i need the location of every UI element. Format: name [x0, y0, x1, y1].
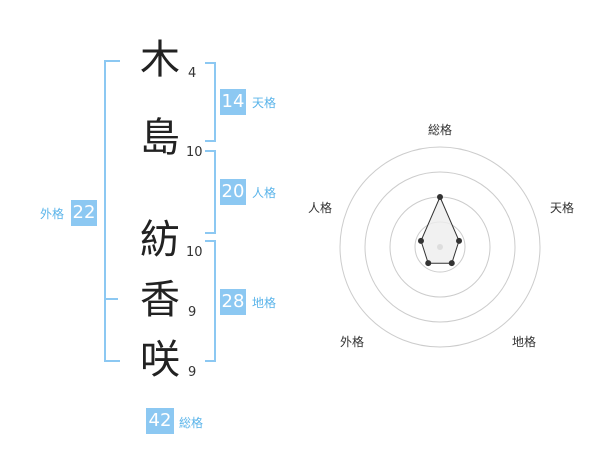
tenkaku-bracket [205, 62, 216, 142]
tenkaku-label: 天格 [252, 96, 277, 110]
chikaku-value: 28 [220, 289, 246, 315]
name-char-5: 咲 [140, 337, 180, 383]
radar-label-chikaku: 地格 [512, 334, 536, 349]
jinkaku-label: 人格 [252, 186, 277, 200]
gaikaku-label: 外格 [40, 207, 65, 221]
radar-center-dot [437, 244, 443, 250]
name-char-3: 紡 [140, 217, 180, 263]
radar-point [425, 260, 432, 267]
soukaku-value: 42 [146, 408, 174, 434]
radar-label-gaikaku: 外格 [340, 334, 364, 349]
stroke-count-3: 10 [186, 245, 203, 260]
soukaku-label: 総格 [179, 416, 204, 430]
radar-label-soukaku: 総格 [428, 122, 452, 137]
radar-polygon [420, 195, 460, 264]
chikaku-bracket [205, 240, 216, 362]
stroke-count-5: 9 [188, 365, 197, 380]
gaikaku-bracket-tick [104, 298, 118, 300]
stroke-count-2: 10 [186, 145, 203, 160]
stroke-count-1: 4 [188, 66, 197, 81]
gaikaku-value: 22 [71, 200, 97, 226]
jinkaku-bracket [205, 150, 216, 234]
name-char-2: 島 [140, 115, 180, 161]
radar-point [456, 237, 463, 244]
radar-ring [364, 171, 516, 323]
chikaku-label: 地格 [252, 296, 277, 310]
name-char-4: 香 [140, 277, 180, 323]
stroke-count-4: 9 [188, 305, 197, 320]
tenkaku-value: 14 [220, 89, 246, 115]
jinkaku-value: 20 [220, 179, 246, 205]
radar-point [417, 237, 424, 244]
radar-label-jinkaku: 人格 [308, 200, 332, 215]
gaikaku-bracket [104, 60, 120, 362]
radar-point [437, 194, 443, 200]
radar-ring [339, 146, 541, 348]
radar-label-tenkaku: 天格 [550, 200, 574, 215]
name-char-1: 木 [140, 37, 180, 83]
radar-point [448, 260, 455, 267]
